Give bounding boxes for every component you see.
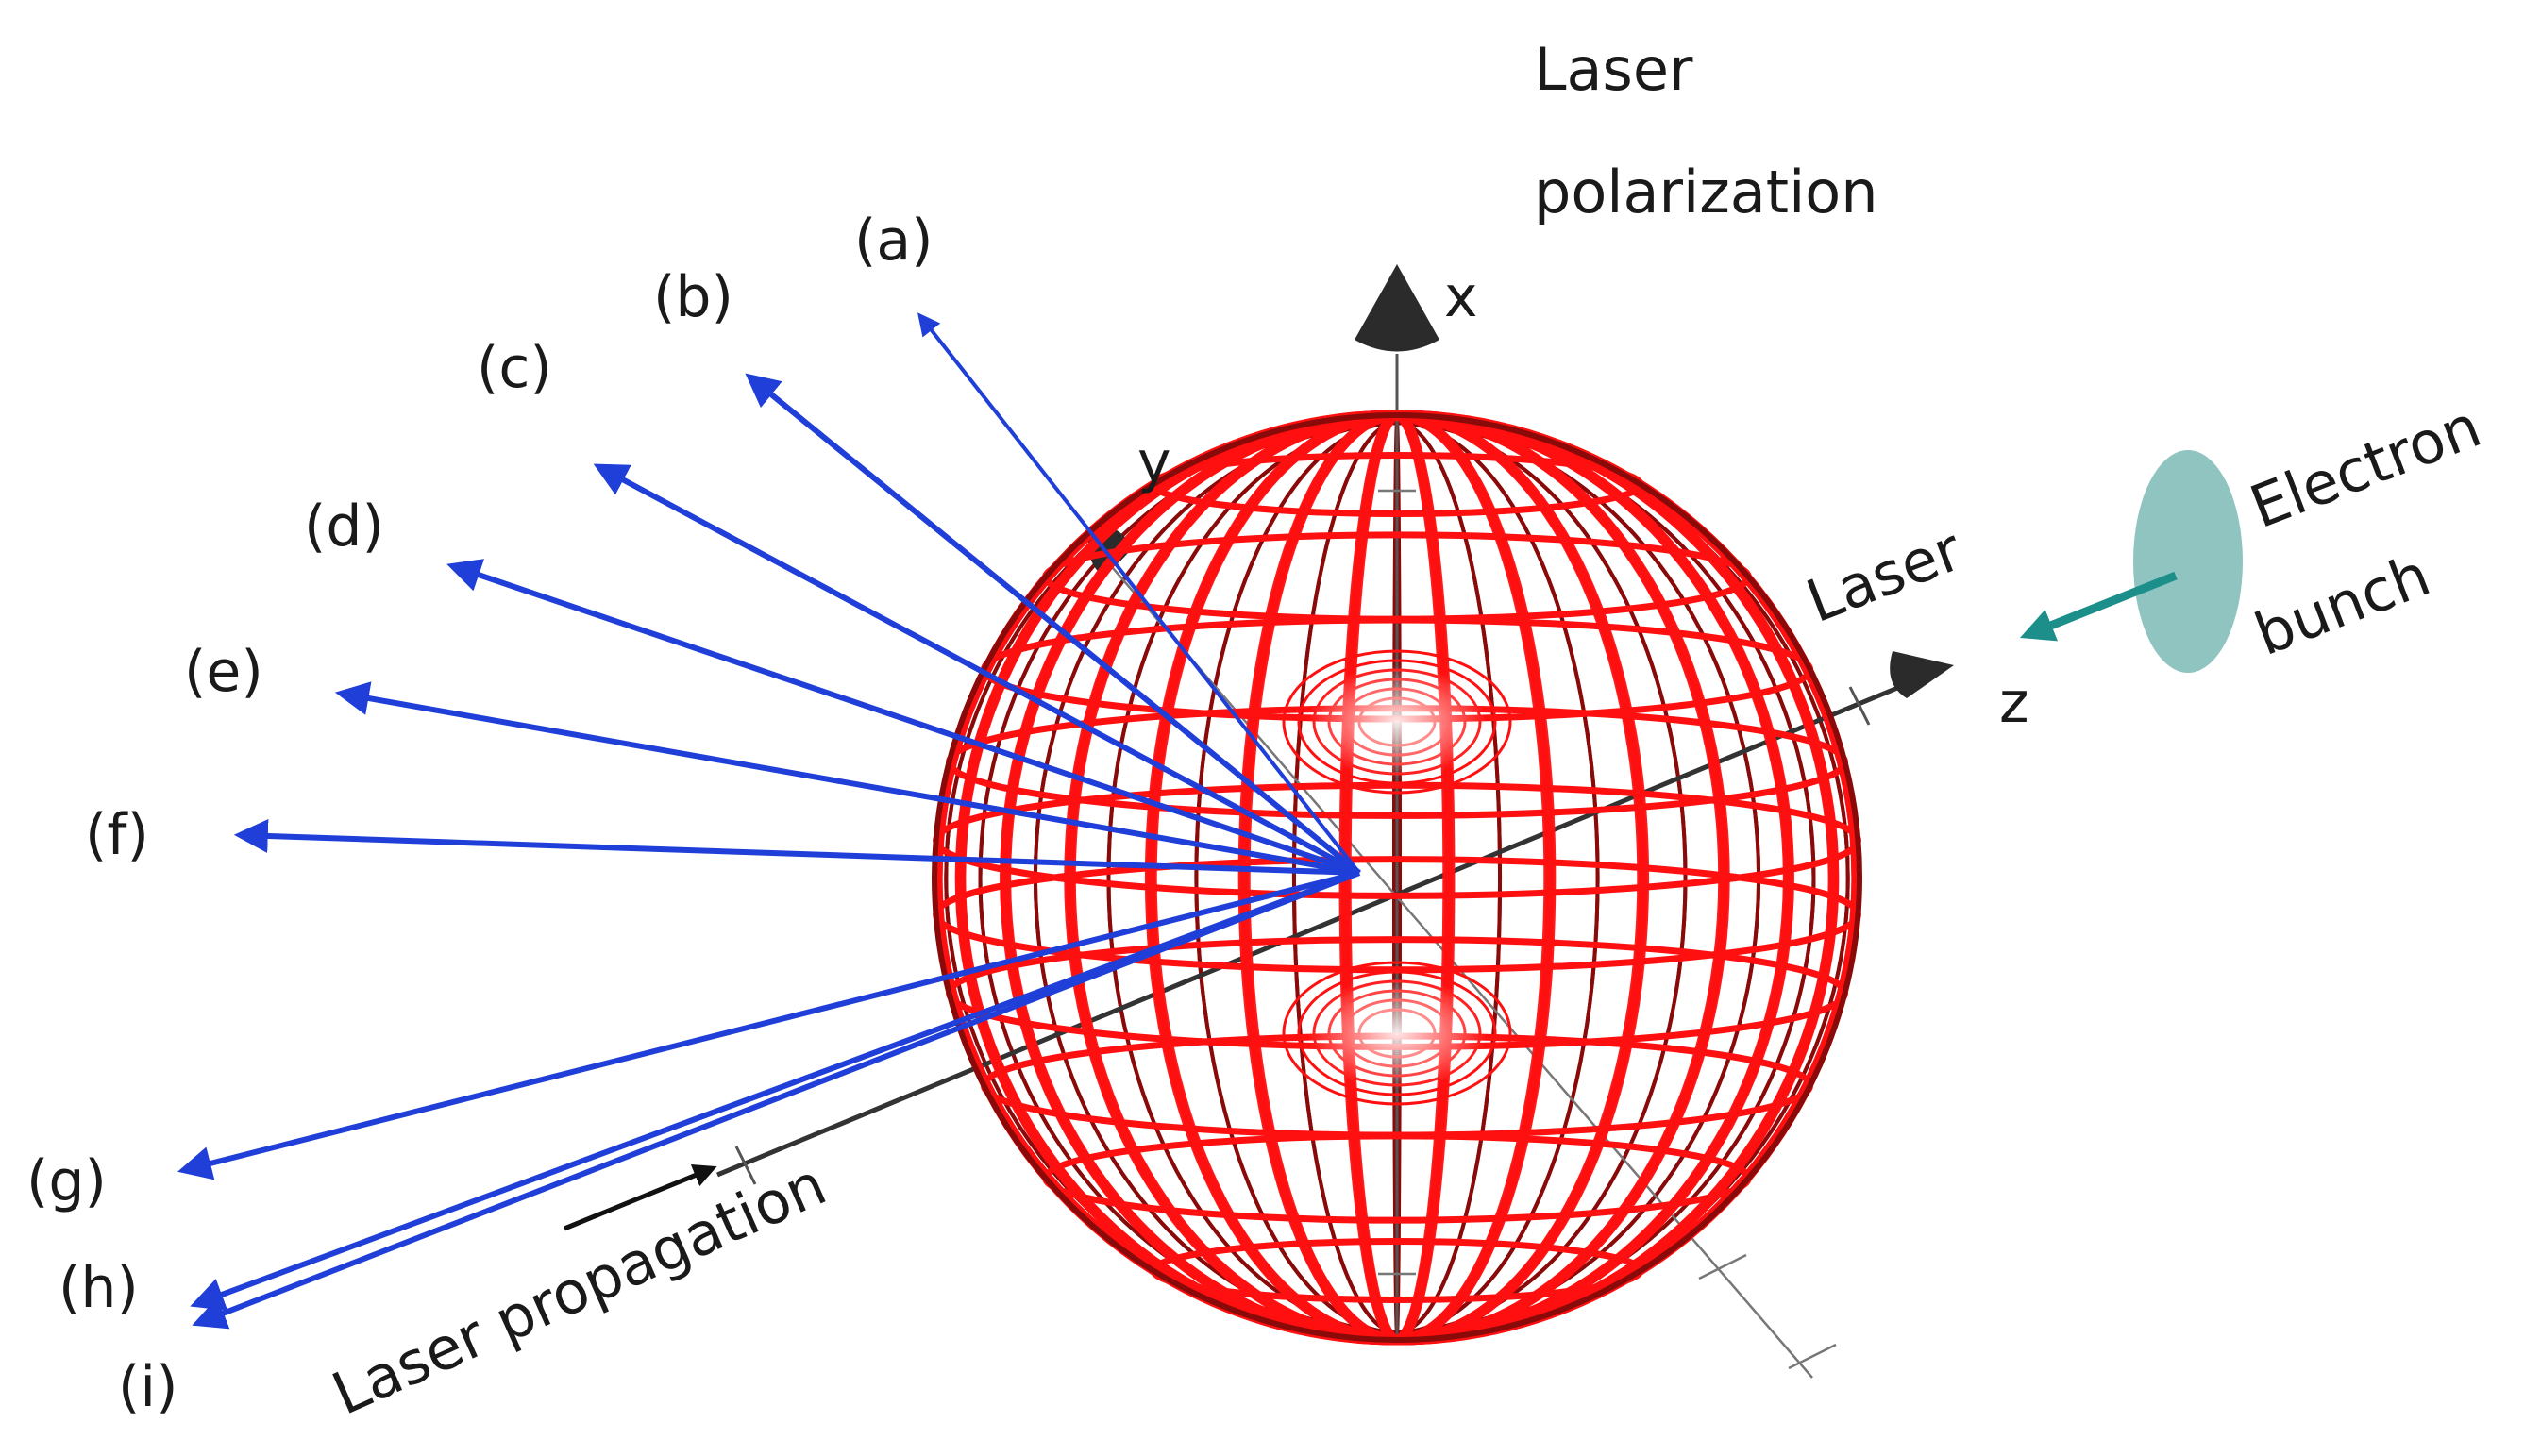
torus-hole-ring [1297,970,1497,1096]
emission-arrow-f [233,818,1360,876]
electron-bunch-label-line1: Electron [2241,392,2490,542]
y-axis-tick [1698,1253,1747,1280]
electron-bunch-ellipse [2133,450,2243,673]
laser-propagation-arrow [564,1163,717,1231]
emission-arrow-c [593,463,1361,876]
x-axis-label: x [1444,264,1478,330]
torus-outline [932,412,1862,1343]
torus-hole-ring [1297,659,1497,785]
arrow-label-h: (h) [59,1255,139,1321]
arrow-label-b: (b) [653,264,733,330]
z-axis-cone [1890,651,1954,698]
laser-near-z-label: Laser [1797,514,1971,636]
torus-hole-glow [1307,665,1487,778]
arrow-label-i: (i) [118,1354,178,1420]
arrow-label-c: (c) [477,335,552,401]
arrow-label-e: (e) [184,639,263,705]
laser-polarization-label-line2: polarization [1534,158,1878,226]
arrow-label-g: (g) [26,1148,107,1214]
torus-hole-ring [1282,961,1512,1106]
emission-arrow-e [334,681,1360,876]
arrow-label-a: (a) [854,208,934,274]
laser-polarization-label-line1: Laser [1534,35,1693,104]
emission-arrow-labels: (a) (b) (c) (d) (e) (f) (g) (h) (i) [26,208,934,1420]
torus-hole-ring [1282,649,1512,795]
electron-direction-arrow [2019,571,2178,642]
laser-propagation-label: Laser propagation [322,1149,835,1429]
emission-arrow-a [917,312,1361,875]
arrow-label-d: (d) [304,494,384,560]
emission-arrow-h [190,870,1361,1311]
z-axis-line [716,681,1908,1178]
z-axis-label: z [1999,670,2029,736]
emission-arrows [177,312,1361,1330]
emission-arrow-i [192,870,1361,1330]
z-axis-tick [1848,686,1871,726]
emission-arrow-g [177,870,1360,1180]
emission-arrow-d [446,559,1360,876]
emission-arrow-b [745,373,1361,876]
electron-bunch-label-line2: bunch [2246,540,2439,669]
torus-hole-glow [1307,977,1487,1090]
y-axis-tick [1788,1343,1837,1370]
z-axis-tick [734,1146,757,1185]
x-axis-cone [1355,264,1439,352]
y-axis-label: y [1137,429,1171,495]
arrow-label-f: (f) [85,802,149,868]
